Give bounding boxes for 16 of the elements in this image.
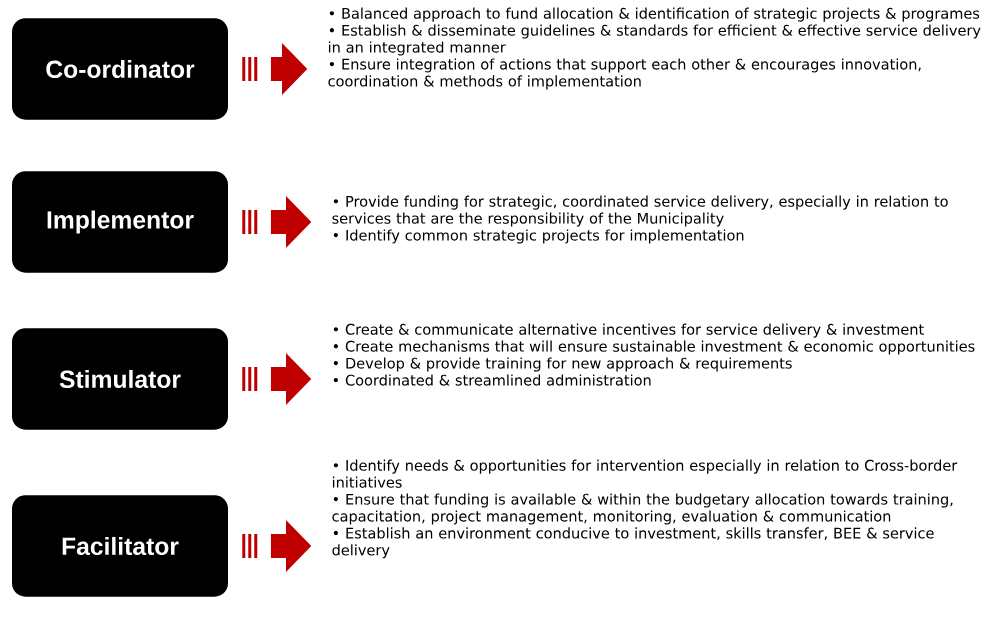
bullet-item: • Ensure that funding is available & within the budgetary allocation towards training, capacitation, project management, monitoring, evaluation & communication [332, 493, 953, 525]
bullet-item: • Coordinated & streamlined administration [333, 374, 651, 386]
role-box: Co-ordinator [12, 18, 228, 120]
bullet-item: • Create mechanisms that will ensure sustainable investment & economic opportunities [333, 340, 975, 355]
bullet-item: • Create & communicate alternative incentives for service delivery & investment [333, 323, 924, 338]
role-box: Implementor [12, 171, 228, 273]
bullet-item: • Balanced approach to fund allocation & identification of strategic projects & programes [329, 7, 980, 22]
bullet-item: • Ensure integration of actions that support each other & encourages innovation, coordination & methods of implementation [328, 58, 921, 90]
role-box: Stimulator [12, 328, 228, 430]
bullet-item: • Identify common strategic projects for implementation [333, 229, 744, 244]
bullet-item: • Identify needs & opportunities for intervention especially in relation to Cross-border initiatives [332, 459, 958, 488]
bullet-item: • Provide funding for strategic, coordinated service delivery, especially in relation to services that are the responsibility of the Municipality [332, 195, 948, 227]
bullet-item: • Establish & disseminate guidelines & standards for efficient & effective service delivery in an integrated manner [328, 24, 981, 56]
bullet-item: • Establish an environment conducive to investment, skills transfer, BEE & service delivery [332, 527, 934, 559]
role-box: Facilitator [12, 495, 228, 597]
bullet-item: • Develop & provide training for new approach & requirements [333, 357, 792, 372]
